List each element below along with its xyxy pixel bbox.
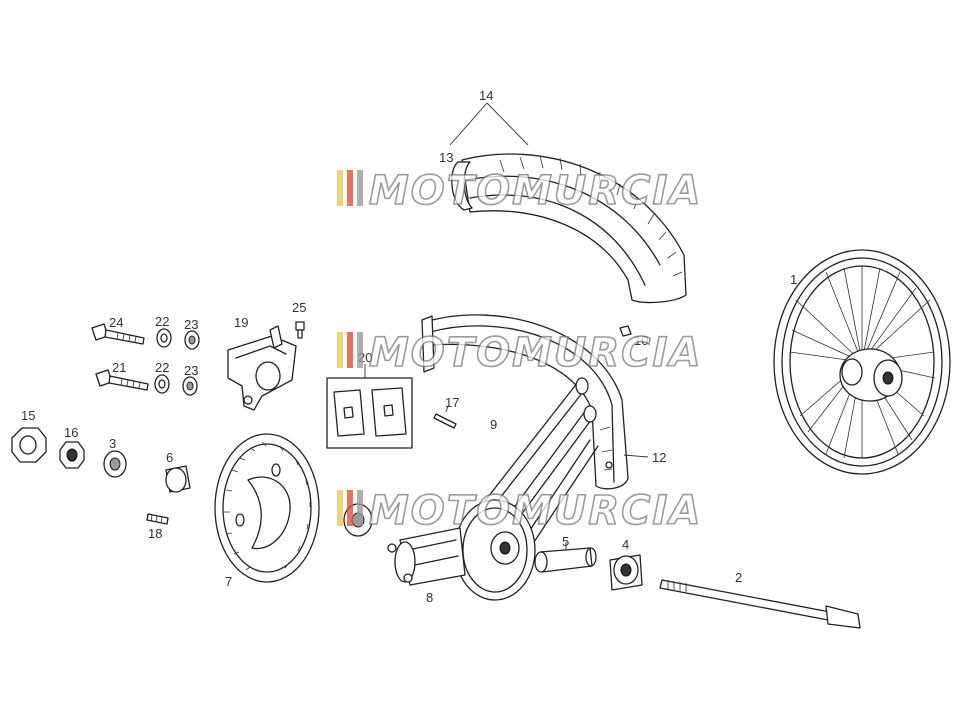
watermark-1: MOTOMURCIA (337, 167, 702, 215)
watermark-2: MOTOMURCIA (337, 329, 702, 377)
label-23-top: 23 (184, 317, 198, 332)
leader-17 (445, 405, 449, 413)
label-25: 25 (292, 300, 306, 315)
label-5: 5 (562, 534, 569, 549)
watermark-stripe-red (347, 170, 353, 206)
label-10: 10 (634, 333, 648, 348)
label-4: 4 (622, 537, 629, 552)
label-24: 24 (109, 315, 123, 330)
label-22-bottom: 22 (155, 360, 169, 375)
label-1: 1 (790, 272, 797, 287)
axle (659, 579, 861, 629)
label-3: 3 (109, 436, 116, 451)
label-23-bottom: 23 (184, 363, 198, 378)
watermark-text: MOTOMURCIA (369, 168, 702, 214)
label-12: 12 (652, 450, 666, 465)
bearing (609, 554, 643, 591)
watermark-stripe-gray (357, 170, 363, 206)
washer-23-top (184, 330, 200, 350)
seal-3 (103, 450, 127, 478)
nut-15 (11, 427, 47, 463)
watermark-text: MOTOMURCIA (369, 330, 702, 376)
watermark-stripe-gray (357, 490, 363, 526)
bushing-6 (165, 465, 191, 493)
tire (451, 153, 687, 304)
watermark-stripe-gray (357, 332, 363, 368)
label-2: 2 (735, 570, 742, 585)
washer-22-bottom (154, 374, 170, 394)
watermark-stripe-yellow (337, 332, 343, 368)
label-15: 15 (21, 408, 35, 423)
label-8: 8 (426, 590, 433, 605)
label-16: 16 (64, 425, 78, 440)
bolt-21 (95, 369, 149, 391)
label-9: 9 (490, 417, 497, 432)
washer-22-top (156, 328, 172, 348)
watermark-3: MOTOMURCIA (337, 487, 702, 535)
label-21: 21 (112, 360, 126, 375)
label-18: 18 (148, 526, 162, 541)
label-17: 17 (445, 395, 459, 410)
screw-10 (619, 325, 632, 337)
nut-16 (59, 441, 85, 469)
bolt-18 (146, 513, 169, 525)
label-22-top: 22 (155, 314, 169, 329)
label-13: 13 (439, 150, 453, 165)
washer-23-bottom (182, 376, 198, 396)
brake-disc (214, 433, 320, 583)
bolt-24 (91, 323, 145, 345)
screw-17 (433, 413, 457, 429)
watermark-stripe-yellow (337, 170, 343, 206)
leader-14 (449, 102, 529, 146)
brake-pads-box (326, 377, 413, 449)
label-19: 19 (234, 315, 248, 330)
watermark-stripe-yellow (337, 490, 343, 526)
hub-assembly (387, 499, 536, 601)
label-14: 14 (479, 88, 493, 103)
bleed-screw (295, 321, 305, 339)
fender (421, 314, 629, 490)
brake-caliper (227, 325, 297, 411)
spacer (534, 547, 597, 573)
leader-12 (623, 454, 649, 458)
label-7: 7 (225, 574, 232, 589)
label-6: 6 (166, 450, 173, 465)
watermark-text: MOTOMURCIA (369, 488, 702, 534)
wheel-assembly (773, 249, 951, 475)
watermark-stripe-red (347, 490, 353, 526)
watermark-stripe-red (347, 332, 353, 368)
